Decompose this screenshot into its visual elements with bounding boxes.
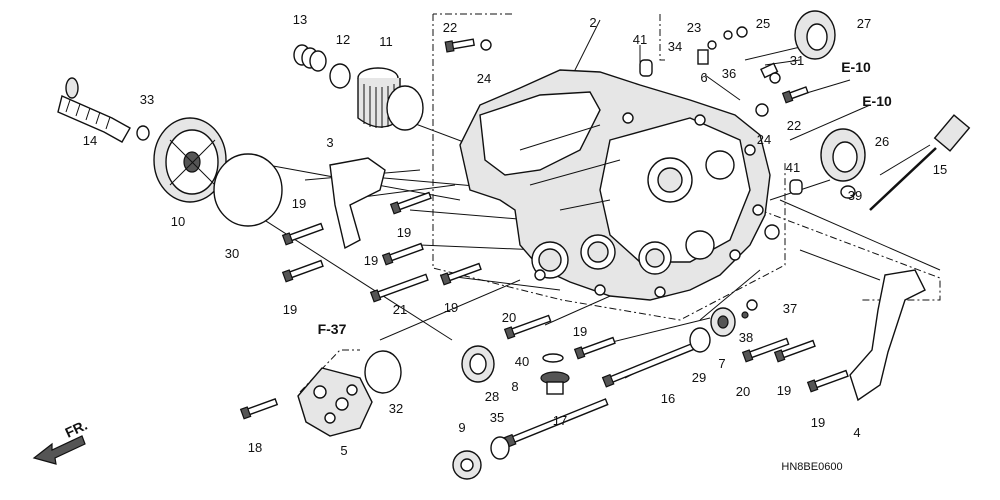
bearing-27 [794, 10, 836, 60]
part-label-24: 24 [477, 71, 491, 86]
part-label-19: 19 [364, 253, 378, 268]
seal-7 [710, 307, 736, 337]
transmission-case [459, 69, 780, 301]
washer-24b [755, 103, 769, 117]
part-label-38: 38 [739, 330, 753, 345]
part-label-41: 41 [786, 160, 800, 175]
part-label-30: 30 [225, 246, 239, 261]
right-lower-outline [759, 209, 941, 301]
reference-label: E-10 [862, 93, 892, 109]
part-label-23: 23 [687, 20, 701, 35]
part-label-20: 20 [736, 384, 750, 399]
part-label-5: 5 [340, 443, 347, 458]
part-label-35: 35 [490, 410, 504, 425]
front-direction-label: FR. [63, 417, 90, 441]
part-label-10: 10 [171, 214, 185, 229]
washer-37 [746, 299, 758, 311]
part-label-19: 19 [811, 415, 825, 430]
part-label-27: 27 [857, 16, 871, 31]
part-label-2: 2 [589, 15, 596, 30]
part-label-9: 9 [458, 420, 465, 435]
part-label-16: 16 [661, 391, 675, 406]
o-ring-29 [689, 327, 711, 353]
part-label-41: 41 [633, 32, 647, 47]
part-label-32: 32 [389, 401, 403, 416]
part-label-31: 31 [790, 53, 804, 68]
part-label-13: 13 [293, 12, 307, 27]
o-ring-35 [490, 436, 510, 460]
part-label-3: 3 [326, 135, 333, 150]
part-label-11: 11 [379, 34, 393, 49]
washer-34 [707, 40, 717, 50]
o-ring-33 [136, 125, 150, 141]
oil-cap-9 [452, 450, 482, 480]
part-label-6: 6 [700, 70, 707, 85]
part-label-18: 18 [248, 440, 262, 455]
part-label-34: 34 [668, 39, 682, 54]
oil-filter [357, 67, 424, 131]
washer-40 [542, 353, 564, 363]
part-label-33: 33 [140, 92, 154, 107]
bracket-3 [329, 157, 386, 250]
drain-plug-8 [540, 371, 570, 395]
dowel-41a [639, 59, 653, 77]
reference-label: F-37 [318, 321, 347, 337]
diagram-code: HN8BE0600 [781, 461, 842, 473]
part-label-21: 21 [393, 302, 407, 317]
washer-23 [723, 30, 733, 40]
bracket-4 [849, 269, 926, 402]
washer-24a [480, 39, 492, 51]
oil-pump [297, 367, 373, 437]
right-group-outline [659, 14, 665, 61]
part-label-22: 22 [443, 20, 457, 35]
part-label-25: 25 [756, 16, 770, 31]
part-label-14: 14 [83, 133, 97, 148]
part-label-17: 17 [553, 413, 567, 428]
case-group-outline [432, 14, 786, 321]
long-bolt-16 [601, 341, 698, 388]
washer-31 [769, 72, 781, 84]
part-label-4: 4 [853, 425, 860, 440]
part-label-19: 19 [444, 300, 458, 315]
part-label-19: 19 [292, 196, 306, 211]
o-ring-12 [329, 63, 351, 89]
reference-label: E-10 [841, 59, 871, 75]
part-label-8: 8 [511, 379, 518, 394]
plug-6 [697, 49, 709, 65]
part-label-28: 28 [485, 389, 499, 404]
washer-25 [736, 26, 748, 38]
part-label-22: 22 [787, 118, 801, 133]
part-label-36: 36 [722, 66, 736, 81]
part-label-37: 37 [783, 301, 797, 316]
part-label-20: 20 [502, 310, 516, 325]
dipstick-15 [869, 114, 971, 211]
pin-38 [741, 311, 749, 319]
dowel-41b [789, 179, 803, 195]
o-ring-32 [364, 350, 402, 394]
part-label-19: 19 [777, 383, 791, 398]
o-ring-39 [840, 185, 856, 199]
bolt-group [239, 38, 849, 420]
o-ring-30 [213, 153, 283, 227]
seal-28-inner [469, 353, 487, 375]
part-label-19: 19 [573, 324, 587, 339]
part-label-29: 29 [692, 370, 706, 385]
bearing-26 [820, 128, 866, 182]
part-label-26: 26 [875, 134, 889, 149]
spring-13 [293, 44, 327, 72]
oil-strainer [57, 77, 131, 143]
part-label-7: 7 [718, 356, 725, 371]
front-direction-arrow [32, 435, 86, 465]
part-label-19: 19 [283, 302, 297, 317]
part-label-19: 19 [397, 225, 411, 240]
part-label-40: 40 [515, 354, 529, 369]
part-label-39: 39 [848, 188, 862, 203]
long-bolt-17 [503, 398, 609, 448]
oil-filter-cover [153, 117, 227, 203]
part-label-24: 24 [757, 132, 771, 147]
part-label-12: 12 [336, 32, 350, 47]
part-label-15: 15 [933, 162, 947, 177]
